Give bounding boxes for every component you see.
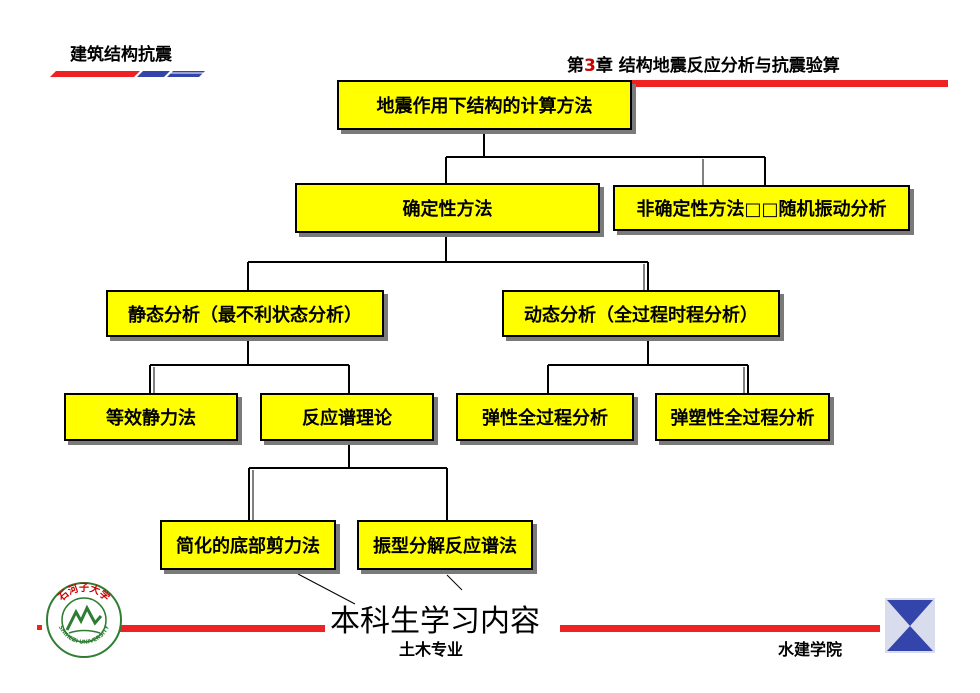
- footer-bar-right: [560, 625, 880, 632]
- box-modal: 振型分解反应谱法: [357, 520, 533, 570]
- header-bar-red: [560, 80, 948, 87]
- footer-school: 水建学院: [778, 640, 843, 659]
- box-root: 地震作用下结构的计算方法: [337, 80, 632, 130]
- tree-lines: [149, 131, 766, 520]
- chapter-text: 章 结构地震反应分析与抗震验算: [595, 56, 840, 76]
- chapter-prefix: 第: [567, 56, 584, 76]
- university-logo: 石河子大学 SHIHEZI UNIVERSITY: [46, 582, 122, 658]
- box-elastoplastic: 弹塑性全过程分析: [655, 393, 830, 441]
- box-nondeterministic: 非确定性方法□□随机振动分析: [613, 185, 910, 231]
- box-dynamic: 动态分析（全过程时程分析）: [502, 290, 780, 337]
- box-deterministic: 确定性方法: [295, 183, 600, 233]
- annotation-text: 本科生学习内容: [330, 604, 540, 639]
- footer-bar-left: [115, 625, 325, 632]
- footer-dot: [37, 625, 42, 630]
- chapter-number: 3: [584, 56, 596, 76]
- chapter-title: 第3章 结构地震反应分析与抗震验算: [567, 51, 840, 76]
- header-stripe-blue-2: [167, 71, 205, 77]
- header-stripe-blue-1: [137, 71, 170, 77]
- annotation-arrows: [297, 573, 463, 605]
- footer-major: 土木专业: [399, 640, 464, 659]
- course-title: 建筑结构抗震: [70, 45, 172, 65]
- box-equivalent-static: 等效静力法: [64, 393, 238, 441]
- box-base-shear: 简化的底部剪力法: [160, 520, 336, 570]
- blue-hourglass-icon: [885, 598, 935, 653]
- box-response-spectrum: 反应谱理论: [260, 393, 434, 441]
- header-stripe-red: [50, 71, 140, 77]
- box-static: 静态分析（最不利状态分析）: [106, 290, 384, 337]
- box-elastic: 弹性全过程分析: [456, 393, 634, 441]
